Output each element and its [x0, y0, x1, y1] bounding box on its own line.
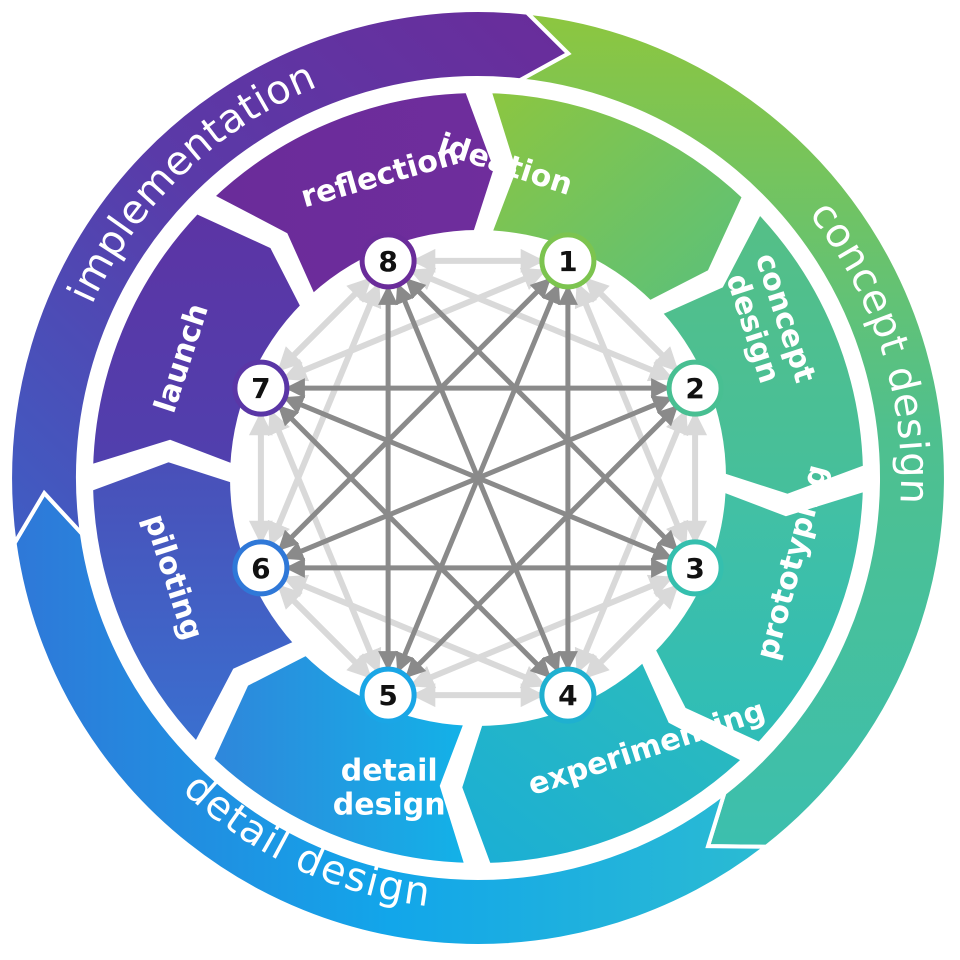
phase-band-implementation — [8, 8, 572, 550]
stage-number-8: 8 — [378, 245, 397, 278]
stage-number-2: 2 — [685, 372, 704, 405]
stage-number-6: 6 — [251, 552, 270, 585]
stage-connectors — [248, 248, 708, 708]
stage-number-7: 7 — [251, 372, 270, 405]
outer-phase-ring — [8, 8, 948, 948]
stage-node-8: 8 — [359, 232, 417, 290]
stage-node-3: 3 — [666, 539, 724, 597]
stage-nodes: 1 2 3 4 5 6 7 8 — [232, 232, 724, 724]
stage-node-7: 7 — [232, 359, 290, 417]
stage-node-5: 5 — [359, 666, 417, 724]
stage-node-4: 4 — [539, 666, 597, 724]
stage-number-1: 1 — [558, 245, 577, 278]
stage-node-6: 6 — [232, 539, 290, 597]
stage-number-5: 5 — [378, 679, 397, 712]
stage-number-4: 4 — [558, 679, 577, 712]
stage-node-2: 2 — [666, 359, 724, 417]
stage-node-1: 1 — [539, 232, 597, 290]
connector-4-8 — [395, 283, 561, 673]
stage-number-3: 3 — [685, 552, 704, 585]
